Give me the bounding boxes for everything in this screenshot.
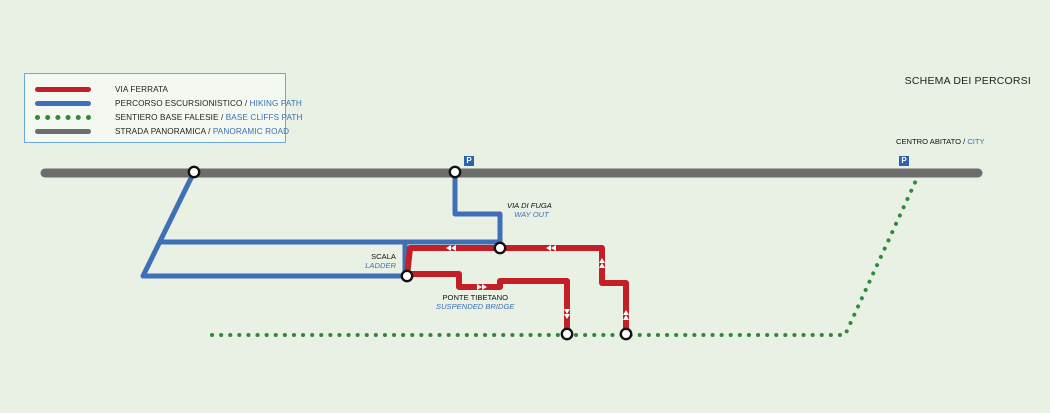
diagram-title: SCHEMA DEI PERCORSI xyxy=(904,75,1031,87)
via-ferrata xyxy=(404,245,629,337)
junction-icon xyxy=(187,165,633,341)
legend-separator: / xyxy=(218,112,226,122)
city-label: CENTRO ABITATO / CITY xyxy=(896,137,985,146)
suspended-bridge-label-en: SUSPENDED BRIDGE xyxy=(436,302,515,311)
legend-swatch-hiking-path xyxy=(35,100,91,106)
hiking-path xyxy=(140,169,503,279)
legend-label: SENTIERO BASE FALESIE xyxy=(115,112,219,122)
legend-swatch-panoramic-road xyxy=(35,128,91,134)
suspended-bridge-label: PONTE TIBETANO SUSPENDED BRIDGE xyxy=(436,293,515,311)
legend-item-panoramic-road: STRADA PANORAMICA / PANORAMIC ROAD xyxy=(35,124,289,138)
ladder-label: SCALA LADDER xyxy=(360,252,396,270)
legend-label-en: HIKING PATH xyxy=(249,98,302,108)
legend-item-base-cliffs-path: SENTIERO BASE FALESIE / BASE CLIFFS PATH xyxy=(35,110,303,124)
parking-icon: P xyxy=(899,156,909,166)
ladder-label-it: SCALA xyxy=(371,252,396,261)
legend-separator: / xyxy=(242,98,250,108)
legend-swatch-via-ferrata xyxy=(35,86,91,92)
way-out-label-en: WAY OUT xyxy=(514,210,549,219)
legend-label-en: PANORAMIC ROAD xyxy=(212,126,290,136)
direction-arrow-icon xyxy=(446,245,629,320)
base-cliffs-path xyxy=(210,174,920,337)
legend-item-via-ferrata: VIA FERRATA xyxy=(35,82,168,96)
way-out-label: VIA DI FUGA WAY OUT xyxy=(507,201,552,219)
legend-separator: / xyxy=(205,126,213,136)
legend-label: PERCORSO ESCURSIONISTICO xyxy=(115,98,243,108)
legend-label: VIA FERRATA xyxy=(115,84,169,94)
legend-item-hiking-path: PERCORSO ESCURSIONISTICO / HIKING PATH xyxy=(35,96,302,110)
legend-label: STRADA PANORAMICA xyxy=(115,126,206,136)
city-label-en: CITY xyxy=(967,137,985,146)
legend-label-en: BASE CLIFFS PATH xyxy=(225,112,303,122)
way-out-label-it: VIA DI FUGA xyxy=(507,201,552,210)
ladder-label-en: LADDER xyxy=(365,261,396,270)
suspended-bridge-label-it: PONTE TIBETANO xyxy=(442,293,509,302)
legend-swatch-base-cliffs-path xyxy=(35,114,91,120)
city-label-it: CENTRO ABITATO xyxy=(896,137,961,146)
city-label-separator: / xyxy=(960,137,968,146)
parking-icon: P xyxy=(464,156,474,166)
legend: VIA FERRATA PERCORSO ESCURSIONISTICO / H… xyxy=(24,73,302,143)
